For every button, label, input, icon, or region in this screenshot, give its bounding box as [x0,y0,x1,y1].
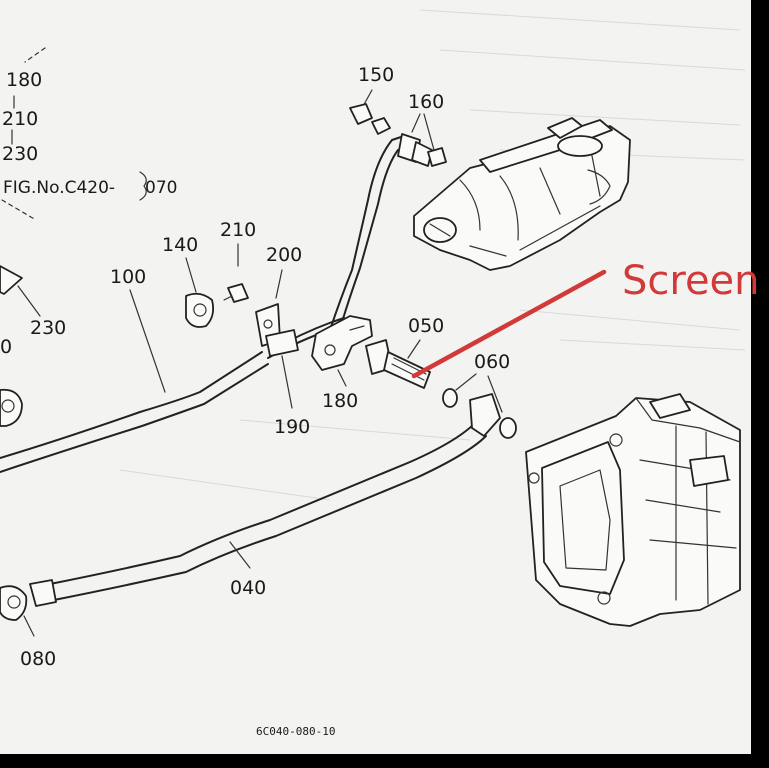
ref-note-fig-ref: 070 [145,178,177,198]
ref-note: 180 210 230 FIG.No.C420- 070 [1,47,177,221]
callout-190: 190 [274,416,310,438]
upper-housing [413,117,631,271]
fitting-080: 080 [0,579,57,670]
pipe-100: 100 [0,266,351,473]
callout-060: 060 [474,351,510,373]
callout-100: 100 [110,266,146,288]
callout-040: 040 [230,577,266,599]
screen-annotation: Screen [411,258,760,379]
callout-0: 0 [0,336,12,358]
annotation-pointer-line [411,269,607,379]
callout-080: 080 [20,648,56,670]
nut-160: 160 [408,91,447,167]
callout-230: 230 [30,317,66,339]
ref-note-line-1: 180 [6,69,42,91]
transmission-case [525,393,741,627]
plate-180: 180 [311,315,373,412]
clamp-190: 190 [274,355,310,438]
bolt-150: 150 [349,64,394,135]
bracket-230: 230 [0,265,66,339]
pipe-040: 040 [49,393,501,601]
bracket-200: 200 [255,244,302,357]
callout-200: 200 [266,244,302,266]
o-ring-060: 060 [442,351,517,439]
pipe-vertical [329,133,433,331]
callout-210: 210 [220,219,256,241]
callout-150: 150 [358,64,394,86]
drawing-code: 6C040-080-10 [256,725,335,738]
screen-050: 050 [365,315,444,389]
ref-note-line-2: 210 [2,108,38,130]
bolt-210: 210 [220,219,256,303]
callout-180: 180 [322,390,358,412]
callout-160: 160 [408,91,444,113]
ref-note-line-3: 230 [2,143,38,165]
ref-note-fig-label: FIG.No.C420- [3,178,115,198]
left-clip: 0 [0,336,23,427]
annotation-label: Screen [622,258,760,304]
callout-140: 140 [162,234,198,256]
callout-050: 050 [408,315,444,337]
clamp-140: 140 [162,234,215,328]
